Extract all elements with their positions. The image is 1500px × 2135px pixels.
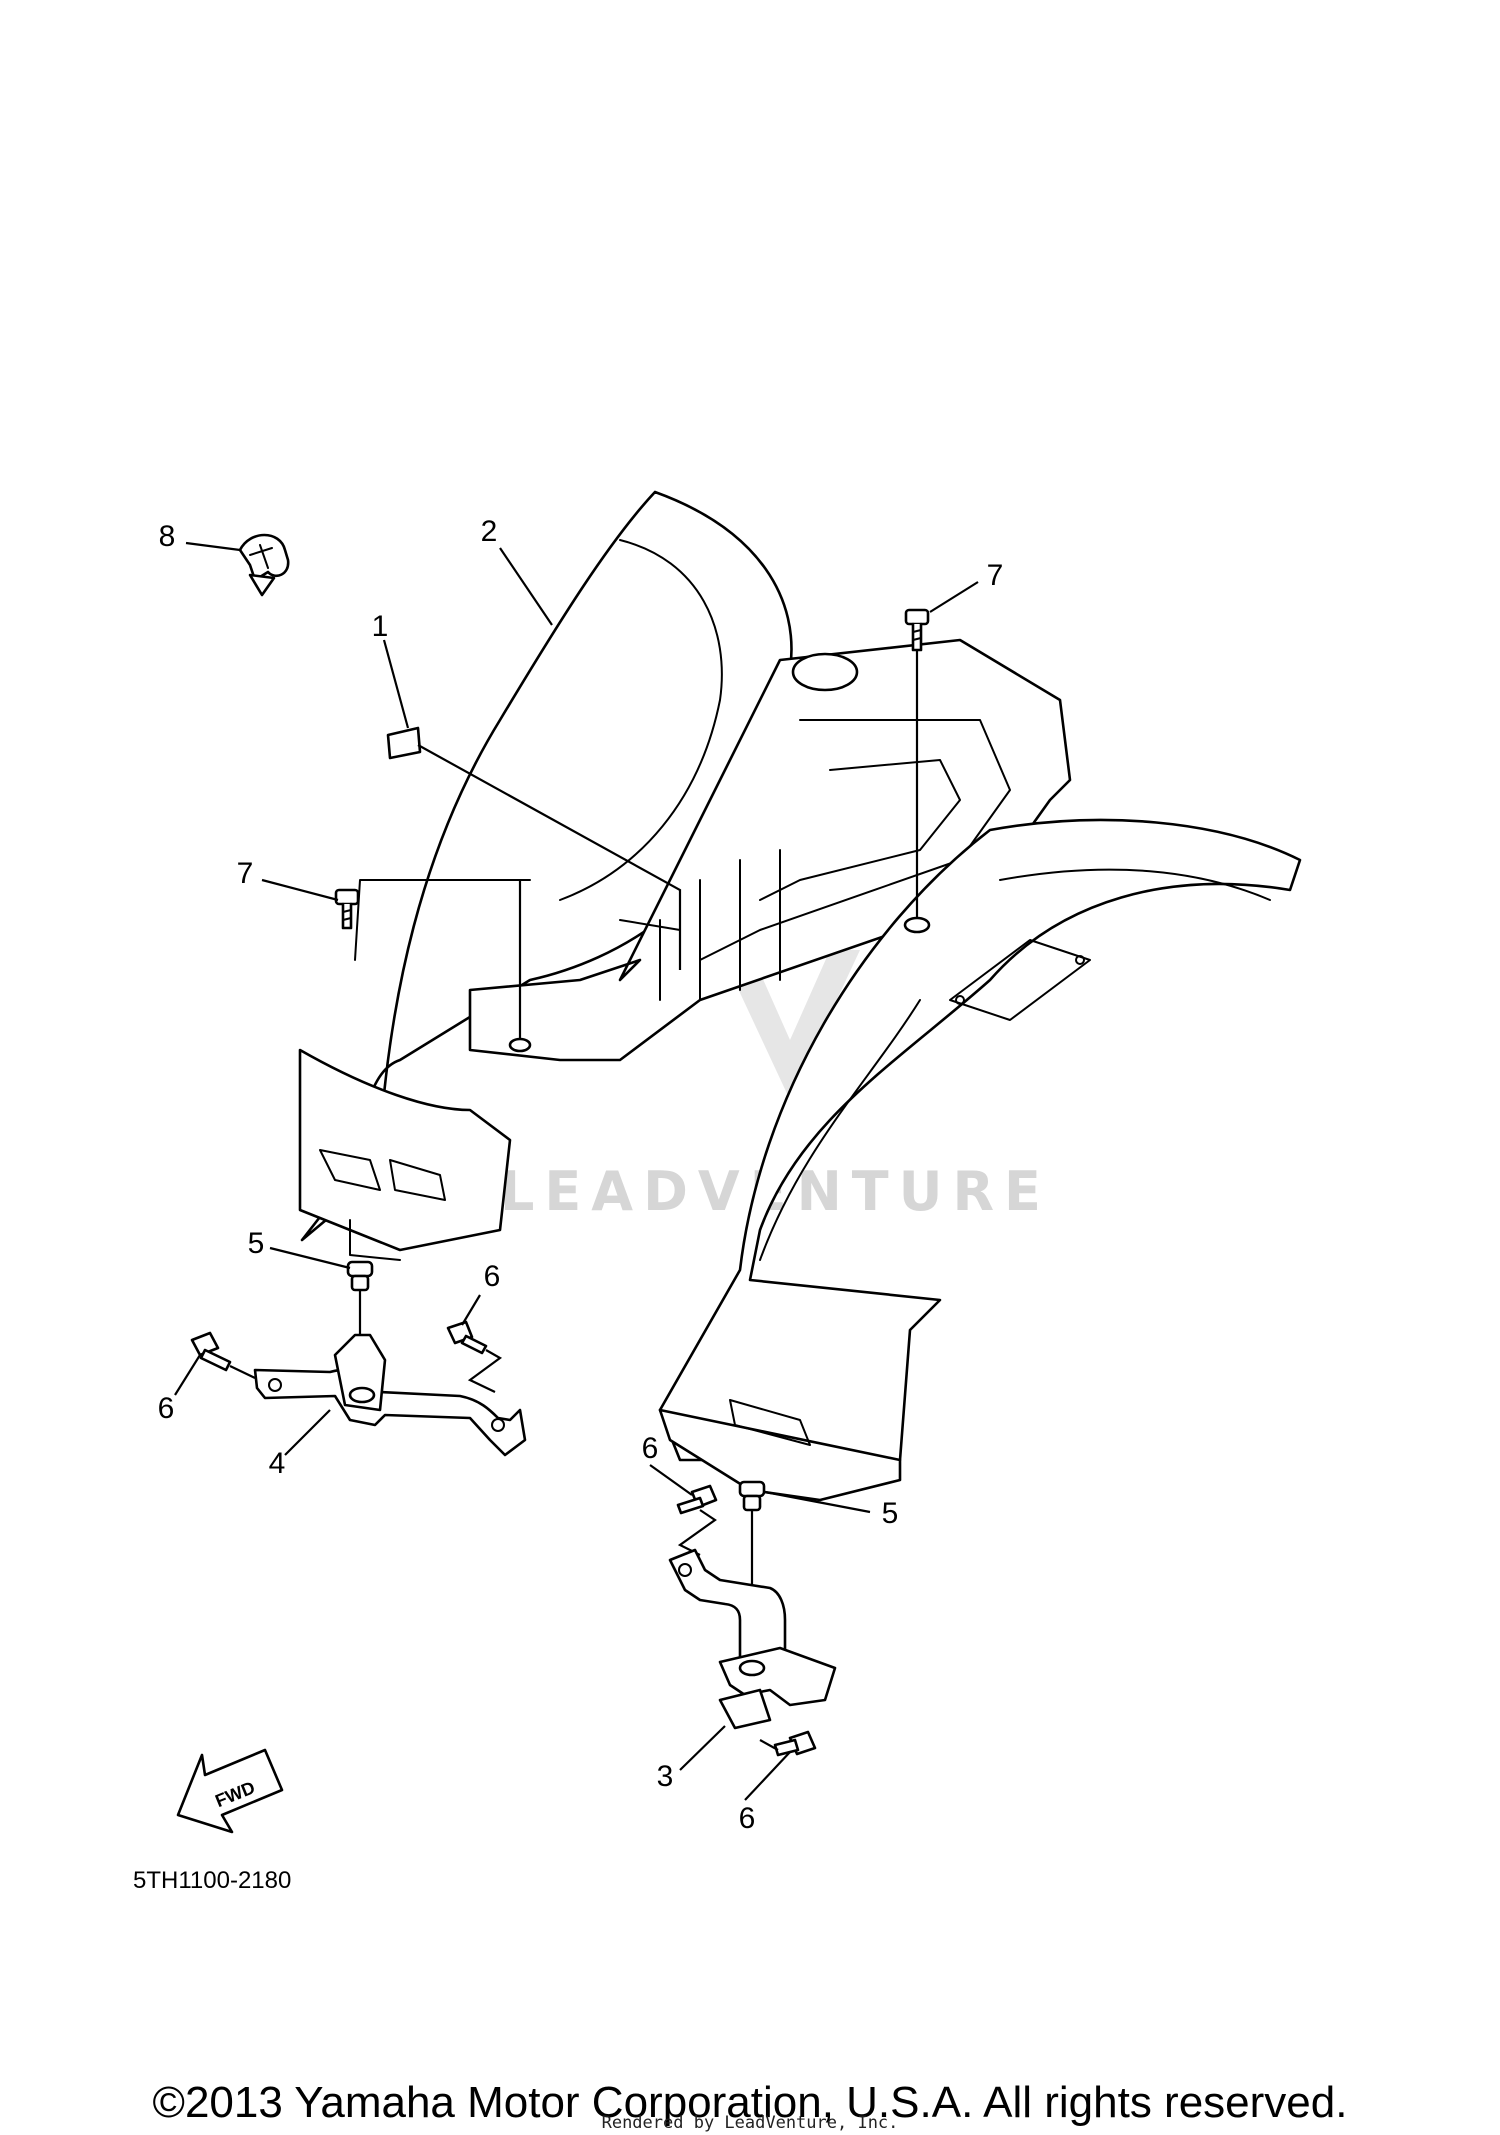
rendered-by-credit: Rendered by LeadVenture, Inc. [601, 2113, 899, 2133]
label-part [386, 726, 682, 970]
left-bracket-assembly [190, 1260, 527, 1457]
callout-6-right-upper: 6 [642, 1432, 659, 1465]
right-bracket-assembly [668, 1480, 837, 1757]
bolt-7-left [334, 880, 532, 1053]
bolt-7-right [903, 608, 931, 934]
callout-5-right: 5 [882, 1497, 899, 1530]
callout-3: 3 [657, 1760, 674, 1793]
callout-6-upper-left: 6 [484, 1260, 501, 1293]
clip-part [238, 533, 290, 597]
rear-fender [298, 490, 1302, 1502]
callout-7-left: 7 [237, 857, 254, 890]
fwd-arrow-icon: FWD [176, 1748, 284, 1834]
copyright-notice: ©2013 Yamaha Motor Corporation, U.S.A. A… [152, 2078, 1348, 2127]
diagram-code: 5TH1100-2180 [133, 1867, 291, 1894]
callout-5-left: 5 [248, 1227, 265, 1260]
callout-6-right-lower: 6 [739, 1802, 756, 1835]
callout-8: 8 [159, 520, 176, 553]
callout-2: 2 [481, 515, 498, 548]
callout-7-right: 7 [987, 559, 1004, 592]
callout-1: 1 [372, 610, 389, 643]
leader-lines [174, 541, 979, 1801]
callout-6-left: 6 [158, 1392, 175, 1425]
callout-4: 4 [269, 1447, 286, 1480]
callout-numbers: 8 2 1 7 7 5 6 6 4 6 5 3 6 [158, 515, 1004, 1835]
